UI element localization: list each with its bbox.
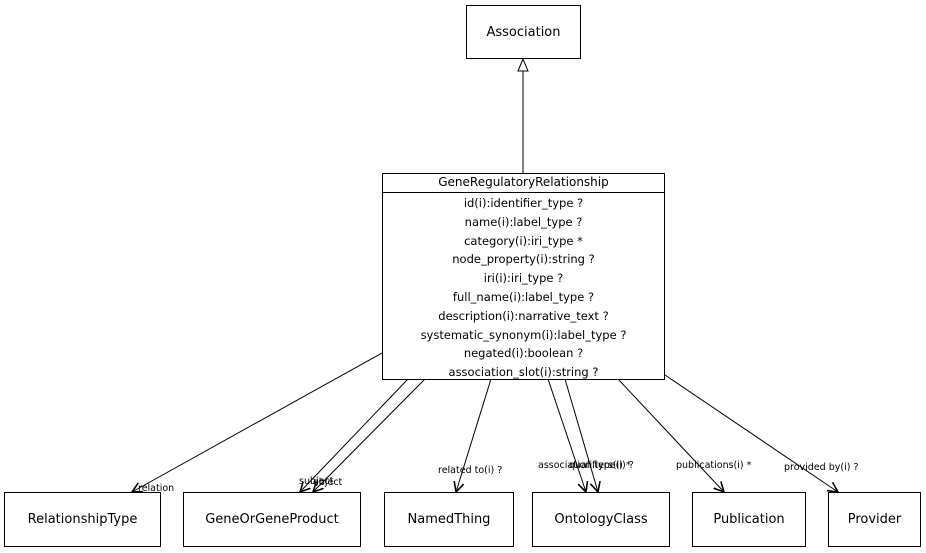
edge-relation xyxy=(132,352,383,492)
class-gene-regulatory-relationship[interactable]: GeneRegulatoryRelationship id(i):identif… xyxy=(382,173,665,380)
class-relationship-type-label: RelationshipType xyxy=(27,512,138,527)
edge-label-subject: subject xyxy=(299,476,334,487)
class-association[interactable]: Association xyxy=(466,5,581,59)
class-named-thing-label: NamedThing xyxy=(407,512,491,527)
edge-label-object: object xyxy=(313,477,343,488)
edge-association-type xyxy=(547,378,586,492)
attribute-iri: iri(i):iri_type ? xyxy=(483,271,564,286)
attribute-description: description(i):narrative_text ? xyxy=(438,308,609,323)
attribute-association-slot: association_slot(i):string ? xyxy=(448,365,599,380)
attribute-name: name(i):label_type ? xyxy=(464,214,583,229)
attribute-category: category(i):iri_type * xyxy=(464,233,583,248)
edge-subject xyxy=(300,378,409,492)
edge-label-provided-by: provided by(i) ? xyxy=(784,462,859,473)
class-publication-label: Publication xyxy=(713,512,785,527)
class-provider[interactable]: Provider xyxy=(828,492,921,547)
edge-label-qualifiers: qualifiers(i) * xyxy=(569,460,631,471)
attribute-full-name: full_name(i):label_type ? xyxy=(452,289,595,304)
attribute-id: id(i):identifier_type ? xyxy=(463,196,584,210)
attribute-node-property: node_property(i):string ? xyxy=(452,252,595,267)
class-gene-or-gene-product-label: GeneOrGeneProduct xyxy=(205,512,339,527)
class-ontology-class-label: OntologyClass xyxy=(554,512,648,527)
edge-label-association-type: association type(i) ? xyxy=(538,460,634,471)
generalization-arrowhead xyxy=(517,57,529,72)
attribute-list: id(i):identifier_type ? name(i):label_ty… xyxy=(383,193,664,382)
edge-qualifiers xyxy=(564,378,598,492)
class-ontology-class[interactable]: OntologyClass xyxy=(532,492,670,547)
attribute-negated: negated(i):boolean ? xyxy=(463,346,584,361)
edge-label-related-to: related to(i) ? xyxy=(438,465,503,476)
edge-label-relation: relation xyxy=(138,483,175,494)
edge-object xyxy=(313,378,426,492)
class-relationship-type[interactable]: RelationshipType xyxy=(4,492,161,547)
edge-related-to xyxy=(456,378,492,492)
class-gene-or-gene-product[interactable]: GeneOrGeneProduct xyxy=(183,492,361,547)
class-provider-label: Provider xyxy=(847,512,902,527)
attribute-systematic-synonym: systematic_synonym(i):label_type ? xyxy=(420,327,627,342)
class-publication[interactable]: Publication xyxy=(692,492,806,547)
edge-provided-by xyxy=(664,374,838,492)
edge-label-publications: publications(i) * xyxy=(676,460,752,471)
class-association-label: Association xyxy=(486,24,561,40)
class-named-thing[interactable]: NamedThing xyxy=(384,492,514,547)
class-gene-regulatory-relationship-title: GeneRegulatoryRelationship xyxy=(383,174,664,193)
edge-publications xyxy=(617,378,724,492)
